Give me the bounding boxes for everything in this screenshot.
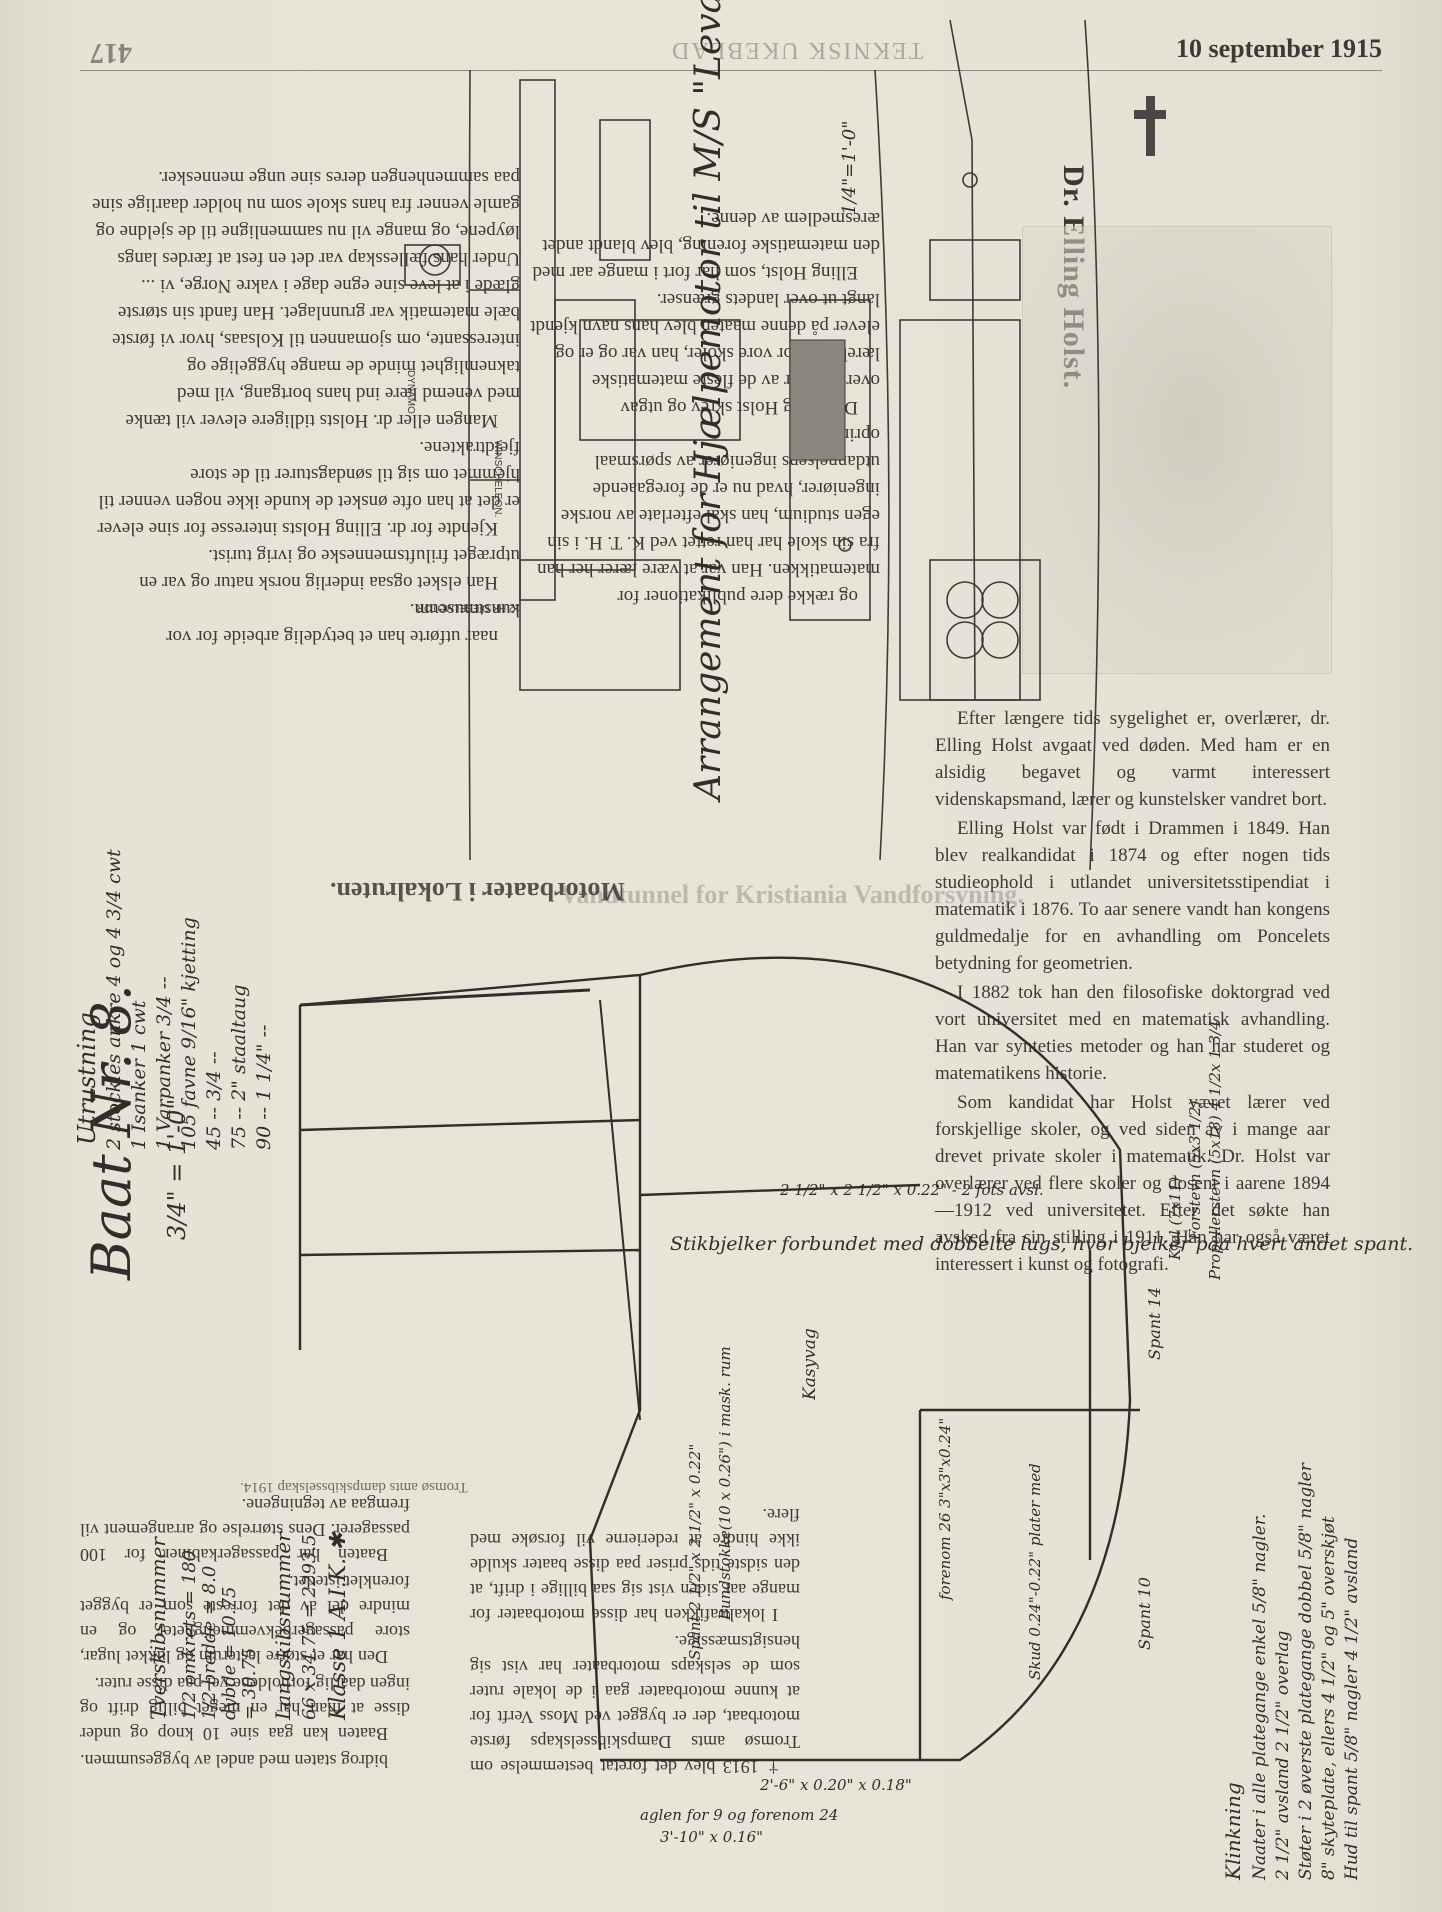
paragraph: Baaten har passagerkabiner for 100 passa… <box>80 1495 410 1565</box>
equipment-line: 45 -- 3/4 -- <box>203 1051 225 1151</box>
hull-line <box>949 19 976 701</box>
paragraph: naar utførte han et betydelig arbeide fo… <box>166 599 520 647</box>
obituary-text: Efter længere tids sygelighet er, overlæ… <box>935 705 1330 1280</box>
paragraph: Mangen eller dr. Holsts tidligere elever… <box>92 167 520 431</box>
left-text-column-1: naar utførte han et betydelig arbeide fo… <box>90 90 520 650</box>
riveting-heading: Klinkning <box>1221 1782 1245 1881</box>
riveting-note: 2 1/2" avsland 2 1/2" overlag <box>1273 1631 1293 1881</box>
small-block <box>929 239 1021 301</box>
portrait-photo <box>1022 226 1332 674</box>
riveting-note: Naater i alle plategange enkel 5/8" nagl… <box>1250 1514 1270 1881</box>
equipment-line: 2 stockles ankre 4 og 4 3/4 cwt <box>103 849 125 1151</box>
paragraph: Den har et større lasterum og lukket lug… <box>80 1572 410 1667</box>
paragraph: Dr. Elling Holst skrev og utgav oversett… <box>530 289 880 418</box>
paragraph: og række dere publikationer for matemati… <box>537 424 880 607</box>
paragraph: I 1882 tok han den filosofiske doktorgra… <box>935 982 1330 1084</box>
paragraph: † 1913 blev det foretat bestemmelse om T… <box>470 1632 800 1777</box>
frame-label: forenom 26 3"x3"x0.24" <box>936 1418 954 1601</box>
left-text-column-2: og række dere publikationer for matemati… <box>520 90 880 610</box>
water-tunnel-heading: Vandtunnel for Kristiania Vandforsyning. <box>560 880 1024 909</box>
frame-label: 3'-10" x 0.16" <box>660 1828 763 1846</box>
equipment-line: 90 -- 1 1/4" -- <box>253 1025 275 1150</box>
cylinder <box>981 581 1019 619</box>
riveting-note: Hud til spant 5/8" nagler 4 1/2" avsland <box>1342 1538 1362 1881</box>
paragraph: Som kandidat har Holst været lærer ved f… <box>935 1092 1330 1275</box>
boat-scale: 3/4" = 1'-0" <box>163 1099 191 1240</box>
paragraph: I lokaltrafikken har disse motorbaater f… <box>470 1505 800 1625</box>
paragraph: bidrog staten med andel av byggesummen. <box>80 1751 388 1771</box>
frame-label: Skud 0.24"-0.22" plater med <box>1026 1463 1044 1680</box>
cross-icon <box>1130 96 1170 156</box>
frame-label: Spant 10 <box>1135 1577 1154 1650</box>
equipment-line: 105 favne 9/16" kjetting <box>178 917 200 1150</box>
frame-label: Spant 14 <box>1145 1287 1164 1360</box>
fitting <box>962 172 978 188</box>
paragraph: Kjendte for dr. Elling Holsts interesse … <box>97 437 520 539</box>
caption: Tromsø amts dampskibsselskap 1914. <box>240 1479 468 1495</box>
boat-title: Baat Nr. 8. <box>80 984 143 1281</box>
cylinder <box>981 621 1019 659</box>
equipment-heading: Utrustning <box>73 1012 101 1145</box>
journal-name: TEKNISK UKEBLAD <box>670 37 924 63</box>
cylinder <box>946 581 984 619</box>
frame-label: Kasyvag <box>800 1328 820 1401</box>
equipment-line: 1 Varpanker 3/4 -- <box>153 976 175 1150</box>
paragraph: Han elsket ogsaa inderlig norsk natur og… <box>139 545 520 593</box>
equipment-line: 1 Isanker 1 cwt <box>128 1000 150 1150</box>
left-bottom-column: bidrog staten med andel av byggesummen. … <box>80 1490 410 1773</box>
paragraph: Elling Holst, som har fort i mange aar m… <box>532 208 880 283</box>
cylinder <box>946 621 984 659</box>
riveting-note: 8" skyteplate, ellers 4 1/2" og 5" overs… <box>1319 1516 1339 1880</box>
frame-label: aglen for 9 og forenom 24 <box>640 1806 838 1824</box>
page-number: 417 <box>90 37 132 68</box>
riveting-note: Støter i 2 øverste plategange dobbel 5/8… <box>1296 1462 1316 1880</box>
paragraph: Efter længere tids sygelighet er, overlæ… <box>935 708 1330 810</box>
paragraph: Baaten kan gaa sine 10 knop og under dis… <box>80 1674 410 1744</box>
header-rule <box>80 70 1382 71</box>
equipment-line: 75 -- 2" staaltaug <box>228 985 250 1150</box>
issue-date: 10 september 1915 <box>1175 34 1382 63</box>
center-bottom-column: † 1913 blev det foretat bestemmelse om T… <box>470 1500 800 1779</box>
page-header: 417 TEKNISK UKEBLAD 10 september 1915 <box>70 32 1382 72</box>
motor-block <box>899 319 1021 701</box>
